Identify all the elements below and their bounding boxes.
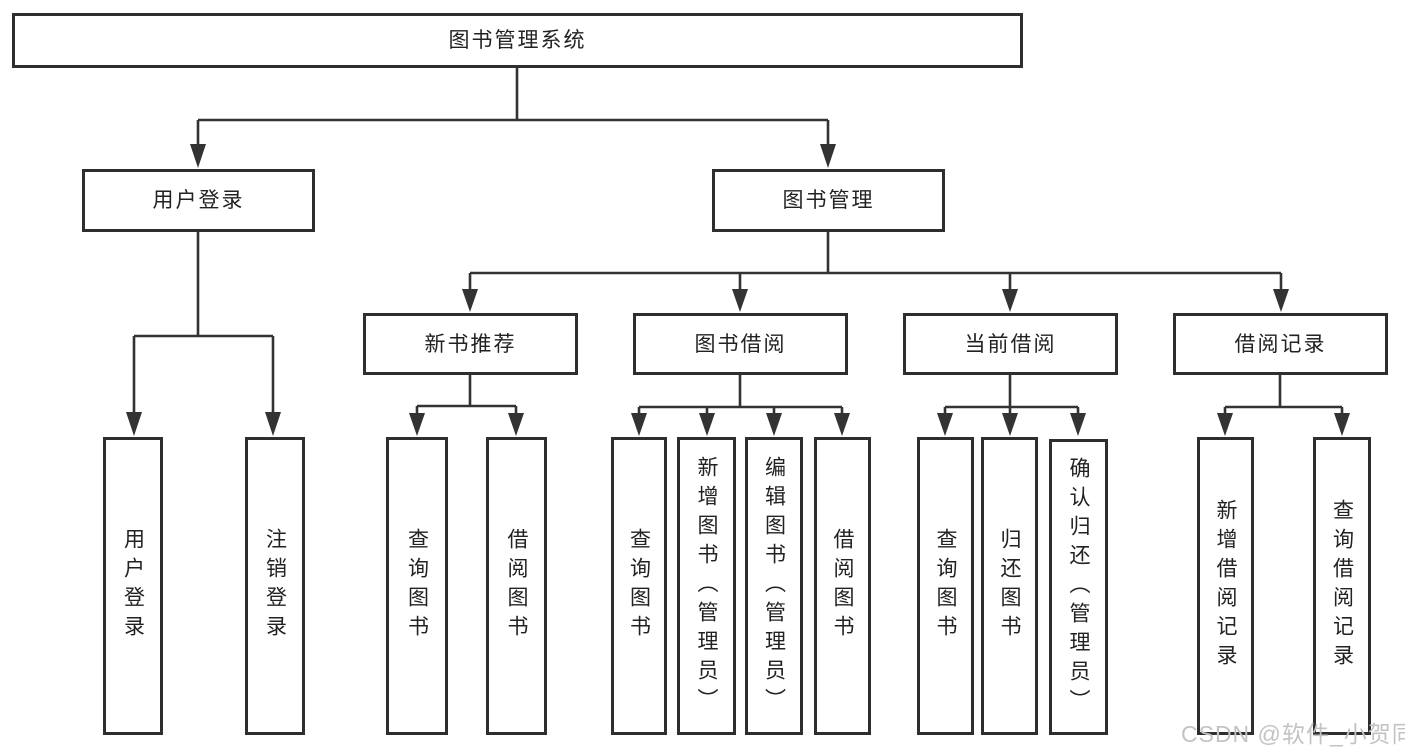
leaf-confirm-return-admin: 确认归还（管理员） bbox=[1049, 439, 1108, 735]
leaf-query-book-borrow-label: 查询图书 bbox=[627, 528, 651, 644]
arrowhead-icon bbox=[508, 413, 524, 436]
leaf-edit-book-admin-label: 编辑图书（管理员） bbox=[762, 455, 786, 717]
arrowhead-icon bbox=[1002, 289, 1018, 312]
connector-book-mgmt-to-branches bbox=[468, 232, 1283, 291]
leaf-return-book: 归还图书 bbox=[981, 437, 1038, 735]
arrowhead-icon bbox=[1070, 413, 1086, 436]
arrowhead-icon bbox=[766, 413, 782, 436]
leaf-query-book-current: 查询图书 bbox=[917, 437, 974, 735]
arrowhead-icon bbox=[1002, 413, 1018, 436]
leaf-query-book-recommend-label: 查询图书 bbox=[405, 528, 429, 644]
node-current-borrow-label: 当前借阅 bbox=[964, 332, 1057, 356]
leaf-confirm-return-admin-label: 确认归还（管理员） bbox=[1067, 456, 1090, 718]
leaf-add-borrow-record-label: 新增借阅记录 bbox=[1214, 499, 1237, 673]
node-root-label: 图书管理系统 bbox=[448, 29, 587, 52]
arrowhead-icon bbox=[820, 144, 836, 168]
node-new-book-recommend: 新书推荐 bbox=[363, 313, 578, 375]
connector-current-borrow-to-leaves bbox=[943, 375, 1080, 415]
leaf-add-borrow-record: 新增借阅记录 bbox=[1197, 437, 1254, 735]
arrowhead-icon bbox=[126, 412, 142, 436]
arrowhead-icon bbox=[1217, 413, 1233, 436]
leaf-query-borrow-record-label: 查询借阅记录 bbox=[1330, 499, 1354, 673]
node-book-borrow-label: 图书借阅 bbox=[694, 332, 787, 356]
arrowhead-icon bbox=[699, 413, 715, 436]
leaf-edit-book-admin: 编辑图书（管理员） bbox=[745, 437, 803, 735]
leaf-add-book-admin-label: 新增图书（管理员） bbox=[695, 455, 718, 717]
leaf-query-book-current-label: 查询图书 bbox=[934, 528, 957, 644]
arrowhead-icon bbox=[1334, 413, 1350, 436]
leaf-add-book-admin: 新增图书（管理员） bbox=[677, 437, 736, 735]
leaf-user-login-label: 用户登录 bbox=[121, 528, 145, 644]
arrowhead-icon bbox=[1273, 289, 1289, 312]
csdn-watermark: CSDN @软件_小贺同学 bbox=[1181, 721, 1405, 747]
arrowhead-icon bbox=[937, 413, 953, 436]
node-book-borrow: 图书借阅 bbox=[633, 313, 848, 375]
leaf-query-book-recommend: 查询图书 bbox=[386, 437, 448, 735]
leaf-user-login: 用户登录 bbox=[103, 437, 163, 735]
arrowheads bbox=[126, 144, 1350, 436]
arrowhead-icon bbox=[409, 413, 425, 436]
node-new-book-recommend-label: 新书推荐 bbox=[424, 332, 517, 356]
node-borrow-records-label: 借阅记录 bbox=[1234, 332, 1327, 356]
leaf-query-book-borrow: 查询图书 bbox=[611, 437, 667, 735]
leaf-borrow-book: 借阅图书 bbox=[814, 437, 871, 735]
leaf-borrow-book-recommend: 借阅图书 bbox=[486, 437, 547, 735]
leaf-logout-label: 注销登录 bbox=[263, 528, 287, 644]
arrowhead-icon bbox=[834, 413, 850, 436]
leaf-logout: 注销登录 bbox=[245, 437, 305, 735]
connector-book-borrow-to-leaves bbox=[637, 375, 844, 415]
connector-root-to-branches bbox=[196, 68, 830, 146]
node-borrow-records: 借阅记录 bbox=[1173, 313, 1388, 375]
node-book-management: 图书管理 bbox=[712, 169, 945, 232]
arrowhead-icon bbox=[631, 413, 647, 436]
node-user-login: 用户登录 bbox=[82, 169, 315, 232]
arrowhead-icon bbox=[190, 144, 206, 168]
leaf-return-book-label: 归还图书 bbox=[998, 528, 1021, 644]
connector-user-login-to-leaves bbox=[132, 232, 275, 414]
connector-new-book-rec-to-leaves bbox=[415, 375, 518, 415]
arrowhead-icon bbox=[462, 289, 478, 312]
node-root: 图书管理系统 bbox=[12, 13, 1023, 68]
node-current-borrow: 当前借阅 bbox=[903, 313, 1118, 375]
node-user-login-label: 用户登录 bbox=[152, 189, 245, 212]
leaf-borrow-book-recommend-label: 借阅图书 bbox=[505, 528, 528, 644]
arrowhead-icon bbox=[265, 412, 281, 436]
arrowhead-icon bbox=[732, 289, 748, 312]
leaf-borrow-book-label: 借阅图书 bbox=[831, 528, 854, 644]
node-book-management-label: 图书管理 bbox=[782, 189, 875, 212]
connector-borrow-records-to-leaves bbox=[1223, 375, 1344, 415]
leaf-query-borrow-record: 查询借阅记录 bbox=[1313, 437, 1371, 735]
